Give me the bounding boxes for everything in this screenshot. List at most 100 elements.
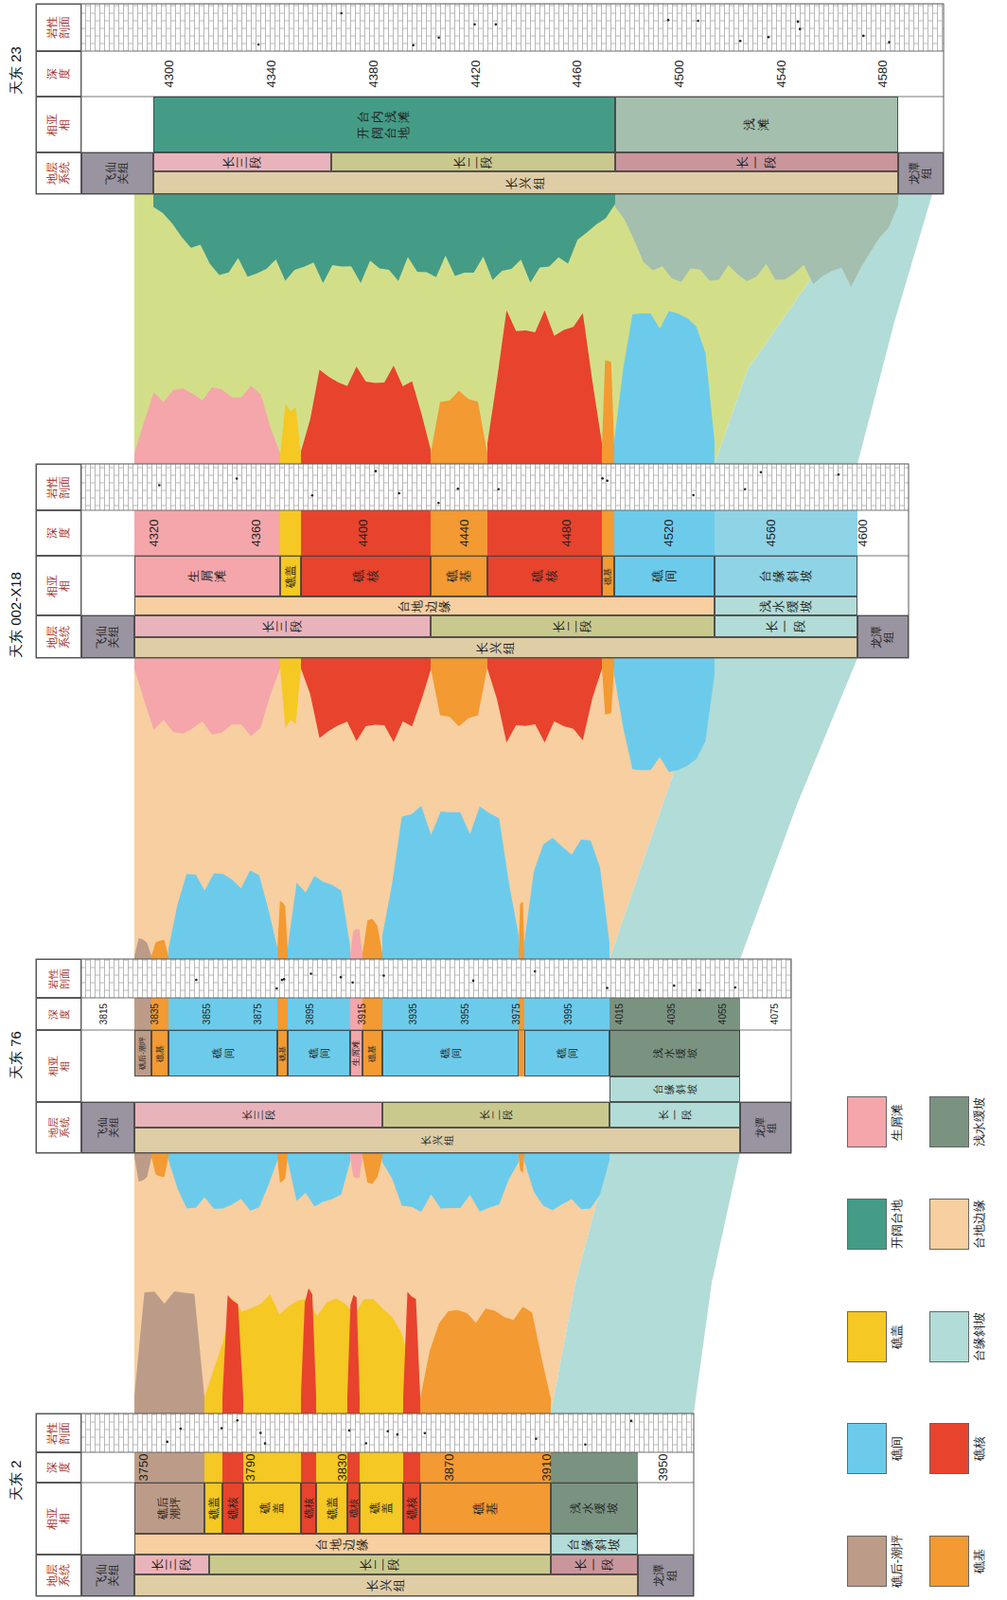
facies-area	[518, 901, 525, 960]
depth-column-fill	[714, 510, 858, 556]
depth-value: 3855	[202, 997, 212, 1030]
facies-area	[350, 1152, 363, 1179]
header-cell: 地层系统	[35, 1101, 82, 1153]
facies-cell: 礁间	[287, 1029, 351, 1077]
lithology-dot	[457, 487, 460, 491]
legend-label: 台缘斜坡	[971, 1289, 988, 1384]
lithology-dot	[600, 477, 604, 480]
legend-label: 礁后-潮坪	[889, 1513, 905, 1600]
lithology-dot	[862, 35, 866, 38]
facies-area	[362, 1152, 383, 1184]
facies-area	[487, 657, 602, 742]
facies-text: 深度	[46, 1461, 71, 1473]
depth-column-fill	[403, 1451, 421, 1483]
facies-area	[168, 869, 278, 959]
header-cell: 岩性剖面	[35, 3, 82, 52]
depth-value: 4055	[718, 997, 728, 1030]
well-ground	[35, 958, 792, 1153]
facies-cell: 龙潭组	[898, 152, 944, 195]
facies-text: 礁间	[307, 1047, 331, 1059]
header-cell: 地层系统	[35, 615, 82, 658]
facies-cell: 台缘斜坡	[714, 555, 858, 597]
facies-text: 长二段	[359, 1557, 401, 1571]
lithology-dot	[667, 18, 671, 22]
well-name: 天东 23	[7, 46, 26, 95]
depth-column-fill	[601, 510, 615, 556]
facies-cell: 长二段	[209, 1554, 551, 1574]
facies-text: 长一段	[736, 156, 778, 169]
lithology-dot	[165, 1440, 169, 1444]
lithology-column	[81, 958, 792, 998]
facies-cell: 台缘斜坡	[609, 1076, 741, 1102]
facies-area	[362, 918, 383, 959]
facies-cell: 礁基	[430, 555, 488, 597]
depth-value: 4600	[856, 510, 869, 556]
depth-column-fill	[134, 1451, 205, 1483]
facies-cell: 龙潭组	[857, 615, 909, 658]
lithology-dot	[264, 1441, 267, 1445]
legend-swatch	[929, 1310, 970, 1362]
depth-value: 4400	[356, 510, 370, 556]
lithology-dot	[837, 473, 841, 477]
depth-column-fill	[280, 510, 301, 556]
lithology-dot	[767, 35, 771, 39]
facies-text: 长二段	[478, 1109, 513, 1120]
depth-column-fill	[609, 997, 741, 1030]
lithology-dot	[473, 22, 477, 26]
facies-text: 礁盖	[208, 1496, 220, 1520]
facies-cell: 长一段	[550, 1554, 638, 1574]
column-line	[35, 997, 792, 999]
facies-text: 长兴组	[505, 176, 547, 190]
facies-cell: 飞仙关组	[81, 1101, 135, 1153]
depth-value: 4500	[672, 51, 686, 97]
facies-area	[134, 657, 281, 737]
lithology-dot	[158, 483, 161, 487]
lithology-dot	[339, 975, 343, 979]
facies-text: 台缘斜坡	[759, 569, 813, 583]
facies-text: 礁核	[352, 569, 380, 583]
legend-swatch	[847, 1198, 887, 1250]
facies-text: 台地边缘	[315, 1537, 370, 1551]
lithology-dot	[257, 43, 261, 47]
depth-column-fill	[420, 1451, 551, 1483]
header-cell: 地层系统	[35, 1554, 82, 1596]
depth-column-fill	[359, 1451, 404, 1483]
facies-text: 礁核	[303, 1497, 315, 1519]
facies-text: 长一段	[765, 619, 807, 633]
facies-text: 长兴组	[476, 641, 517, 654]
facies-cell: 礁核	[403, 1482, 421, 1534]
facies-text: 岩性剖面	[46, 476, 71, 499]
lithology-dot	[259, 1431, 263, 1434]
depth-column-fill	[277, 997, 288, 1030]
header-cell: 相亚相	[35, 1029, 82, 1102]
header-cell: 相亚相	[35, 555, 82, 616]
facies-cell: 礁盖	[316, 1482, 348, 1534]
well-name: 天东 002-X18	[7, 571, 26, 658]
facies-cell: 礁盖	[204, 1482, 223, 1534]
facies-text: 浅水缓坡	[652, 1047, 698, 1059]
facies-area	[277, 1152, 288, 1183]
facies-text: 地层系统	[46, 1563, 71, 1587]
facies-text: 飞仙关组	[105, 161, 130, 185]
lithology-dot	[437, 36, 441, 40]
legend-label: 礁盖	[889, 1289, 905, 1384]
well-border	[35, 463, 909, 658]
facies-cell: 飞仙关组	[81, 615, 135, 658]
depth-value: 3830	[335, 1451, 349, 1483]
facies-cell: 飞仙关组	[81, 152, 154, 195]
facies-text: 相亚相	[46, 574, 71, 598]
facies-text: 地层系统	[47, 1116, 71, 1138]
facies-text: 礁基	[445, 569, 474, 583]
facies-text: 礁基	[472, 1501, 500, 1515]
legend-swatch	[847, 1095, 887, 1148]
facies-area	[614, 310, 715, 464]
facies-cell: 礁基	[420, 1482, 551, 1534]
facies-text: 生屑滩	[352, 1040, 361, 1066]
facies-text: 礁核	[406, 1496, 418, 1520]
depth-value: 4320	[147, 510, 160, 556]
facies-text: 台地边缘	[397, 600, 452, 613]
lithology-dot	[533, 970, 537, 973]
lithology-dot	[397, 492, 401, 495]
lithology-column	[81, 463, 909, 511]
lithology-dot	[743, 487, 747, 491]
